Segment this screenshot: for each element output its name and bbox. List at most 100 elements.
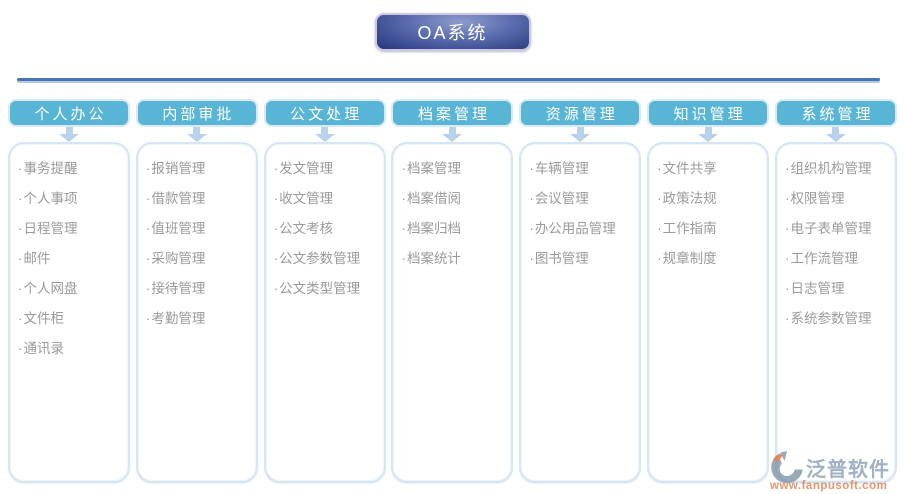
fanpu-logo-icon	[771, 451, 803, 484]
arrow-down-icon	[825, 127, 846, 142]
module-header: 系统管理	[774, 99, 897, 127]
module-item-label: 文件柜	[23, 311, 65, 326]
module-header: 个人办公	[8, 99, 130, 127]
module-item: ·文件共享	[657, 154, 763, 184]
module-items-panel: ·发文管理·收文管理·公文考核·公文参数管理·公文类型管理	[263, 142, 386, 483]
module-item: ·系统参数管理	[785, 304, 891, 334]
module-item: ·档案统计	[401, 244, 507, 274]
bullet-icon: ·	[657, 251, 662, 266]
module-items-panel: ·事务提醒·个人事项·日程管理·邮件·个人网盘·文件柜·通讯录	[8, 142, 130, 483]
module-columns-row: 个人办公·事务提醒·个人事项·日程管理·邮件·个人网盘·文件柜·通讯录内部审批·…	[8, 99, 897, 483]
bullet-icon: ·	[145, 191, 151, 206]
module-item-label: 文件共享	[662, 161, 717, 176]
bullet-icon: ·	[784, 191, 790, 206]
arrow-down-icon	[314, 127, 335, 142]
bullet-icon: ·	[18, 161, 23, 176]
module-column: 资源管理·车辆管理·会议管理·办公用品管理·图书管理	[519, 99, 642, 483]
module-header: 公文处理	[263, 99, 386, 127]
module-item-label: 档案归档	[406, 221, 461, 236]
module-header: 内部审批	[135, 99, 258, 127]
module-item: ·图书管理	[529, 244, 635, 274]
module-item-label: 系统参数管理	[790, 311, 872, 326]
bullet-icon: ·	[18, 221, 23, 236]
module-item-label: 组织机构管理	[790, 161, 872, 176]
module-item: ·借款管理	[146, 184, 252, 214]
module-item: ·公文考核	[274, 214, 380, 244]
bullet-icon: ·	[273, 161, 279, 176]
bullet-icon: ·	[18, 281, 23, 296]
module-item: ·政策法规	[657, 184, 763, 214]
bullet-icon: ·	[145, 251, 151, 266]
bullet-icon: ·	[18, 311, 23, 326]
bullet-icon: ·	[145, 281, 151, 296]
module-item-label: 接待管理	[151, 281, 206, 296]
module-item: ·邮件	[18, 244, 124, 274]
module-item-label: 考勤管理	[151, 311, 206, 326]
module-item: ·公文类型管理	[274, 274, 380, 304]
module-item: ·档案管理	[401, 154, 507, 184]
bullet-icon: ·	[657, 191, 662, 206]
module-item: ·通讯录	[18, 334, 124, 364]
page-title: OA系统	[374, 13, 531, 51]
bullet-icon: ·	[401, 161, 406, 176]
module-column: 个人办公·事务提醒·个人事项·日程管理·邮件·个人网盘·文件柜·通讯录	[8, 99, 130, 483]
module-item: ·车辆管理	[529, 154, 635, 184]
module-item-label: 规章制度	[662, 251, 717, 266]
bullet-icon: ·	[657, 161, 662, 176]
module-item-label: 日程管理	[23, 221, 78, 236]
module-item-label: 图书管理	[534, 251, 589, 266]
module-items-panel: ·文件共享·政策法规·工作指南·规章制度	[647, 142, 770, 483]
module-item-label: 值班管理	[151, 221, 206, 236]
bullet-icon: ·	[529, 161, 534, 176]
module-item-label: 报销管理	[151, 161, 206, 176]
bullet-icon: ·	[18, 341, 23, 356]
module-column: 内部审批·报销管理·借款管理·值班管理·采购管理·接待管理·考勤管理	[135, 99, 258, 483]
module-item: ·公文参数管理	[274, 244, 380, 274]
module-item: ·采购管理	[146, 244, 252, 274]
module-item: ·工作流管理	[785, 244, 891, 274]
module-column: 档案管理·档案管理·档案借阅·档案归档·档案统计	[391, 99, 514, 483]
divider-line	[17, 78, 880, 81]
module-item-label: 邮件	[23, 251, 51, 266]
module-item: ·办公用品管理	[529, 214, 635, 244]
module-item-label: 公文类型管理	[279, 281, 361, 296]
module-item-label: 会议管理	[534, 191, 589, 206]
bullet-icon: ·	[401, 251, 406, 266]
module-item: ·个人事项	[18, 184, 124, 214]
module-item-label: 车辆管理	[534, 161, 589, 176]
module-item-label: 公文参数管理	[279, 251, 361, 266]
bullet-icon: ·	[529, 251, 534, 266]
module-item-label: 发文管理	[279, 161, 334, 176]
arrow-down-icon	[570, 127, 591, 142]
module-item: ·档案借阅	[401, 184, 507, 214]
module-items-panel: ·报销管理·借款管理·值班管理·采购管理·接待管理·考勤管理	[135, 142, 258, 483]
bullet-icon: ·	[273, 221, 279, 236]
arrow-down-icon	[186, 127, 207, 142]
module-item: ·收文管理	[274, 184, 380, 214]
module-items-panel: ·车辆管理·会议管理·办公用品管理·图书管理	[519, 142, 642, 483]
module-item-label: 权限管理	[790, 191, 845, 206]
module-item-label: 档案统计	[406, 251, 461, 266]
arrow-down-icon	[442, 127, 463, 142]
module-item-list: ·车辆管理·会议管理·办公用品管理·图书管理	[529, 154, 635, 274]
bullet-icon: ·	[18, 191, 23, 206]
module-item: ·接待管理	[146, 274, 252, 304]
module-item: ·权限管理	[785, 184, 891, 214]
module-item-list: ·事务提醒·个人事项·日程管理·邮件·个人网盘·文件柜·通讯录	[18, 154, 124, 364]
module-column: 知识管理·文件共享·政策法规·工作指南·规章制度	[647, 99, 770, 483]
module-item-label: 采购管理	[151, 251, 206, 266]
module-items-panel: ·组织机构管理·权限管理·电子表单管理·工作流管理·日志管理·系统参数管理	[774, 142, 897, 483]
module-item: ·日志管理	[785, 274, 891, 304]
module-items-panel: ·档案管理·档案借阅·档案归档·档案统计	[391, 142, 514, 483]
module-item: ·值班管理	[146, 214, 252, 244]
bullet-icon: ·	[145, 161, 151, 176]
module-item-list: ·档案管理·档案借阅·档案归档·档案统计	[401, 154, 507, 274]
bullet-icon: ·	[273, 281, 279, 296]
bullet-icon: ·	[273, 251, 279, 266]
bullet-icon: ·	[145, 221, 151, 236]
module-item-label: 工作指南	[662, 221, 717, 236]
bullet-icon: ·	[784, 161, 790, 176]
bullet-icon: ·	[784, 311, 790, 326]
arrow-down-icon	[698, 127, 719, 142]
